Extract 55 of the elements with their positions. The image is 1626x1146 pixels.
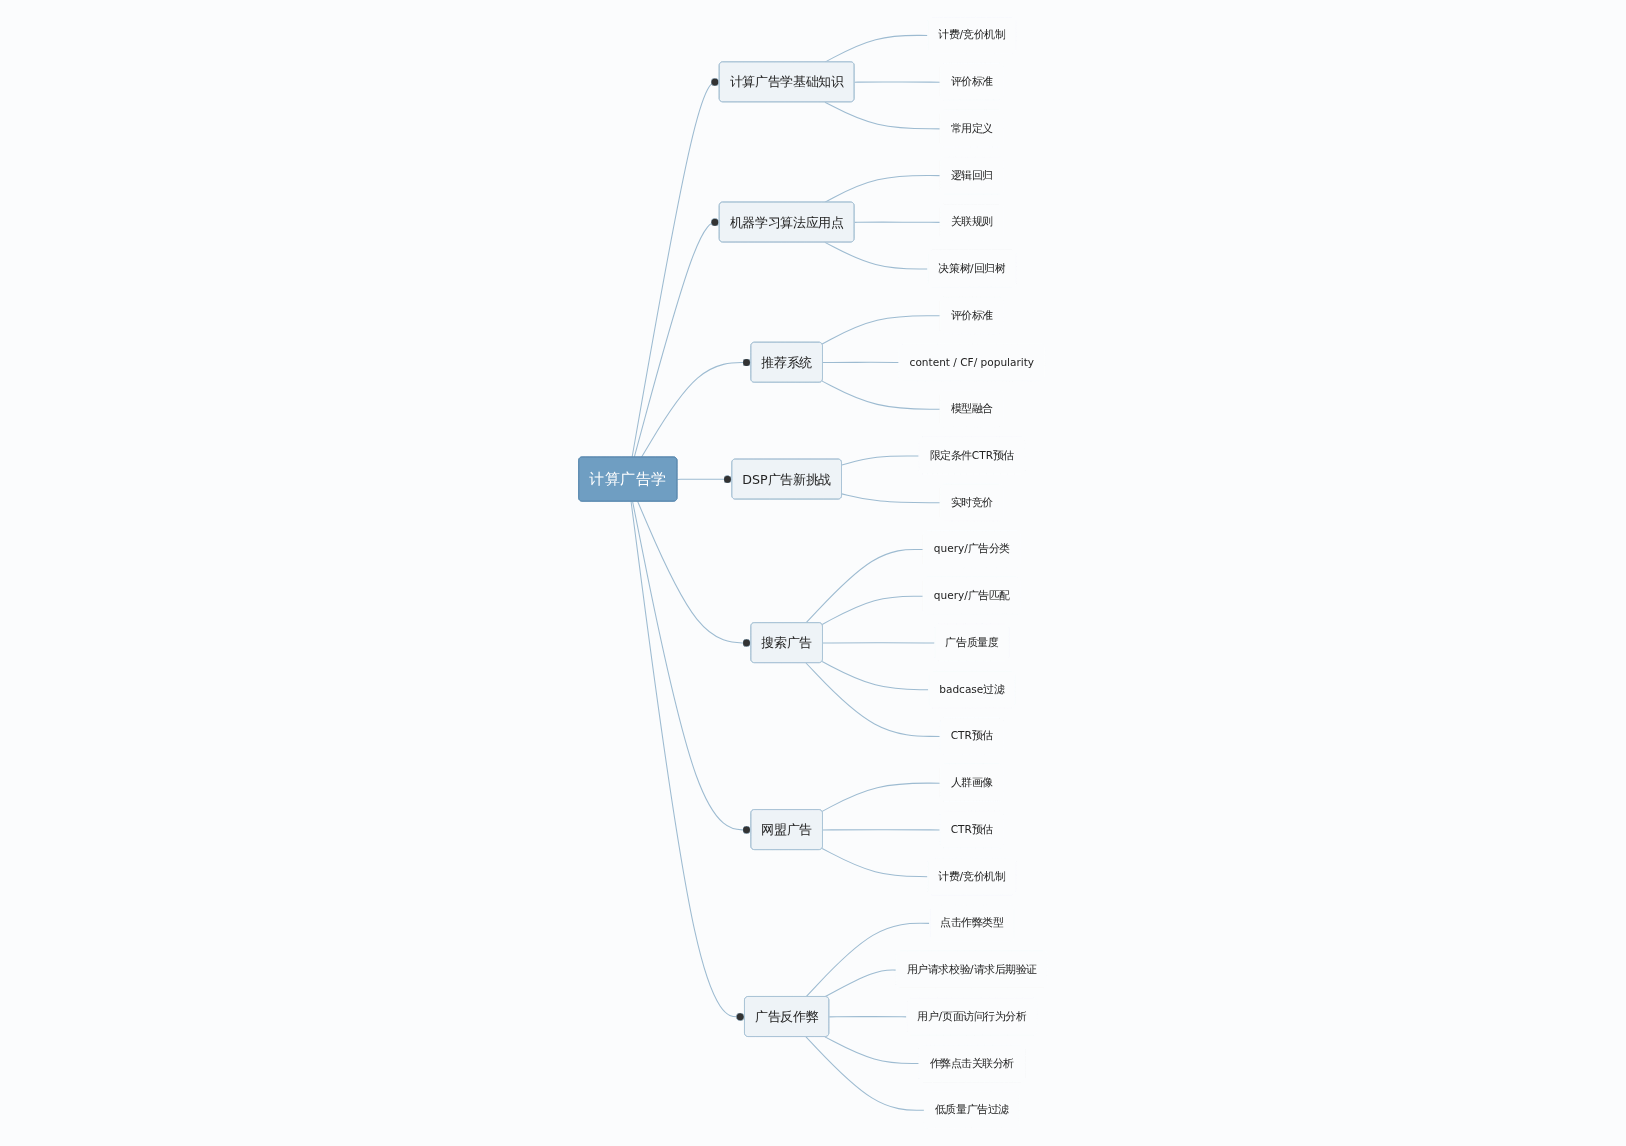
node-text: 限定条件CTR预估 xyxy=(929,449,1015,463)
connector xyxy=(853,222,942,224)
node-text: 点击作弊类型 xyxy=(940,917,1004,930)
node-text: query/广告分类 xyxy=(933,543,1010,556)
connector xyxy=(640,358,752,459)
connector xyxy=(676,475,733,485)
node-text: 常用定义 xyxy=(950,122,993,136)
node-text: badcase过滤 xyxy=(939,683,1005,696)
connector xyxy=(841,493,942,504)
node-text: 人群画像 xyxy=(950,776,993,790)
connector xyxy=(805,923,931,998)
connector xyxy=(822,362,900,364)
node-text: 用户请求校验/请求后期验证 xyxy=(906,963,1037,977)
node-text: 模型融合 xyxy=(950,402,993,416)
connector xyxy=(821,381,942,411)
connector xyxy=(637,501,752,648)
connector xyxy=(853,81,942,84)
node-text: content / CF/ popularity xyxy=(909,356,1035,369)
node-text: 实时竞价 xyxy=(950,496,993,510)
node-text: CTR预估 xyxy=(950,823,993,837)
node-text: 评价标准 xyxy=(950,75,993,89)
connector xyxy=(824,242,929,271)
connector xyxy=(805,662,942,738)
connector xyxy=(822,642,936,644)
node-text: query/广告匹配 xyxy=(933,589,1010,603)
connector xyxy=(824,175,942,204)
connector xyxy=(828,1016,908,1018)
node-text: 广告质量度 xyxy=(945,636,999,650)
node-text: 计费/竞价机制 xyxy=(938,29,1006,42)
node-text: 逻辑回归 xyxy=(950,169,993,182)
connector xyxy=(630,501,746,1022)
node-text: CTR预估 xyxy=(950,730,993,743)
node-text: 低质量广告过滤 xyxy=(934,1103,1009,1117)
connector xyxy=(841,455,920,466)
node-text: 关联规则 xyxy=(950,215,993,229)
connector xyxy=(631,78,721,459)
connector xyxy=(824,35,929,64)
connector xyxy=(821,596,925,626)
connector xyxy=(822,829,942,831)
node-text: 计费/竞价机制 xyxy=(938,870,1006,883)
connector xyxy=(632,501,752,835)
connector xyxy=(824,1036,920,1065)
connector xyxy=(824,970,898,998)
connector xyxy=(821,661,930,691)
connector xyxy=(821,315,942,345)
node-text: 作弊点击关联分析 xyxy=(929,1057,1014,1070)
connector xyxy=(824,102,942,130)
node-text: 用户/页面访问行为分析 xyxy=(917,1010,1027,1024)
connector xyxy=(805,549,925,624)
connector xyxy=(821,848,929,878)
node-text: 决策树/回归树 xyxy=(938,262,1006,276)
connector xyxy=(633,218,721,459)
connector xyxy=(805,1036,926,1112)
node-text: 评价标准 xyxy=(950,309,993,323)
connector xyxy=(821,783,942,813)
